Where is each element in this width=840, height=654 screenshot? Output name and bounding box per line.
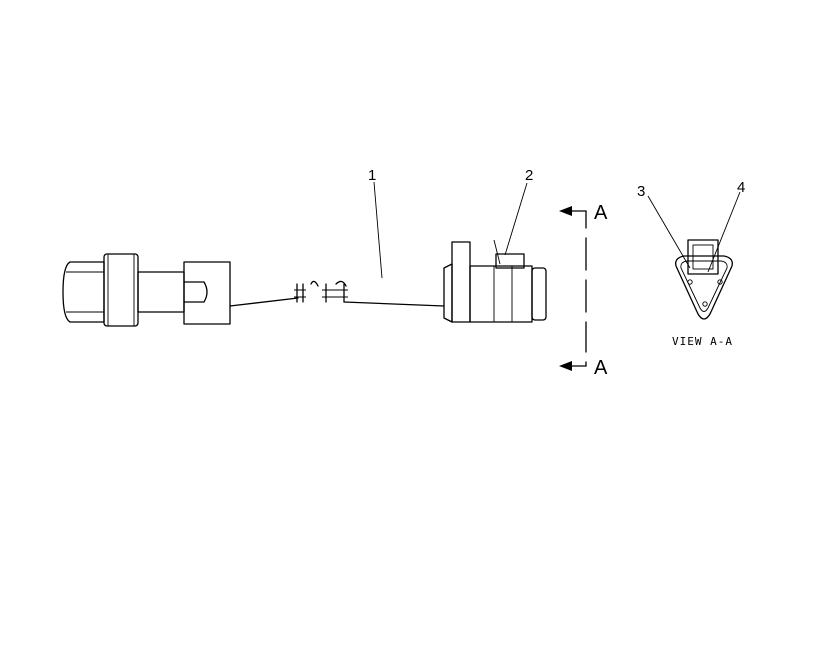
connector-face-view — [675, 239, 733, 320]
section-label-top: A — [594, 202, 608, 224]
callout-leaders — [373, 181, 741, 279]
wire-harness — [229, 280, 445, 307]
callout-3: 3 — [637, 183, 645, 200]
callout-4: 4 — [737, 179, 745, 196]
section-label-bottom: A — [594, 357, 608, 379]
section-line — [559, 206, 587, 371]
view-label: VIEW A-A — [672, 335, 733, 348]
callout-1: 1 — [368, 167, 376, 184]
callout-2: 2 — [525, 167, 533, 184]
pressure-sensor — [62, 253, 231, 327]
connector-body — [443, 239, 547, 323]
